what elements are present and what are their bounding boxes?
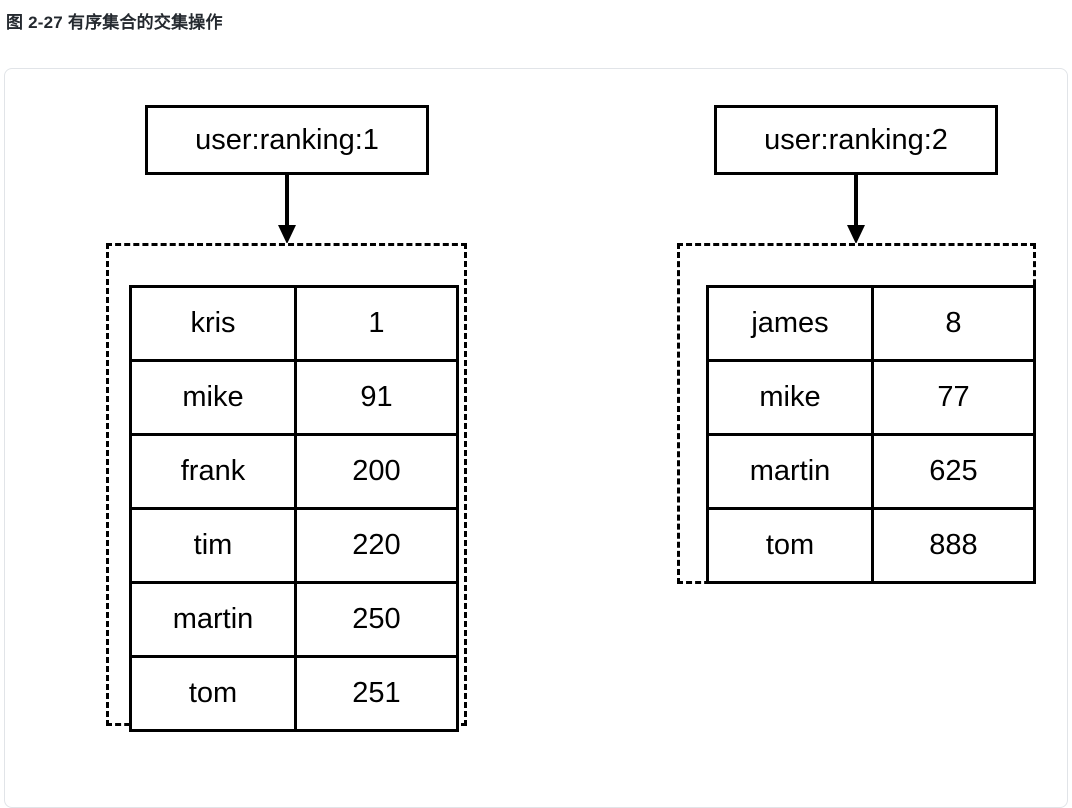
member-cell: martin	[706, 433, 874, 510]
table-row: james 8	[706, 285, 1036, 362]
arrow-shaft	[854, 175, 858, 229]
table-row: martin 625	[706, 433, 1036, 510]
member-score-table-2: james 8 mike 77 martin 625 tom 888	[706, 285, 1036, 584]
member-cell: kris	[129, 285, 297, 362]
score-cell: 1	[294, 285, 459, 362]
score-cell: 77	[871, 359, 1036, 436]
arrow-head	[278, 225, 296, 244]
key-label-box-user-ranking-2: user:ranking:2	[714, 105, 998, 175]
score-cell: 888	[871, 507, 1036, 584]
arrow-shaft	[285, 175, 289, 229]
member-cell: mike	[706, 359, 874, 436]
table-row: kris 1	[129, 285, 459, 362]
score-cell: 251	[294, 655, 459, 732]
score-cell: 8	[871, 285, 1036, 362]
member-cell: james	[706, 285, 874, 362]
score-cell: 91	[294, 359, 459, 436]
arrow-head	[847, 225, 865, 244]
table-row: frank 200	[129, 433, 459, 510]
member-cell: tom	[129, 655, 297, 732]
table-row: martin 250	[129, 581, 459, 658]
table-row: tim 220	[129, 507, 459, 584]
member-cell: tim	[129, 507, 297, 584]
score-cell: 220	[294, 507, 459, 584]
key-label-box-user-ranking-1: user:ranking:1	[145, 105, 429, 175]
table-row: tom 888	[706, 507, 1036, 584]
table-row: mike 77	[706, 359, 1036, 436]
score-cell: 250	[294, 581, 459, 658]
member-cell: martin	[129, 581, 297, 658]
table-row: mike 91	[129, 359, 459, 436]
member-score-table-1: kris 1 mike 91 frank 200 tim 220 martin	[129, 285, 459, 732]
table-row: tom 251	[129, 655, 459, 732]
sorted-set-container-2: james 8 mike 77 martin 625 tom 888	[677, 243, 1036, 584]
sorted-set-intersection-diagram: user:ranking:1 kris 1 mike 91 frank 200	[106, 105, 1036, 732]
down-arrow-icon-set-1	[274, 175, 300, 245]
down-arrow-icon-set-2	[843, 175, 869, 245]
figure-caption: 图 2-27 有序集合的交集操作	[6, 13, 223, 32]
sorted-set-container-1: kris 1 mike 91 frank 200 tim 220 martin	[106, 243, 467, 732]
score-cell: 200	[294, 433, 459, 510]
member-cell: mike	[129, 359, 297, 436]
member-cell: tom	[706, 507, 874, 584]
member-cell: frank	[129, 433, 297, 510]
score-cell: 625	[871, 433, 1036, 510]
